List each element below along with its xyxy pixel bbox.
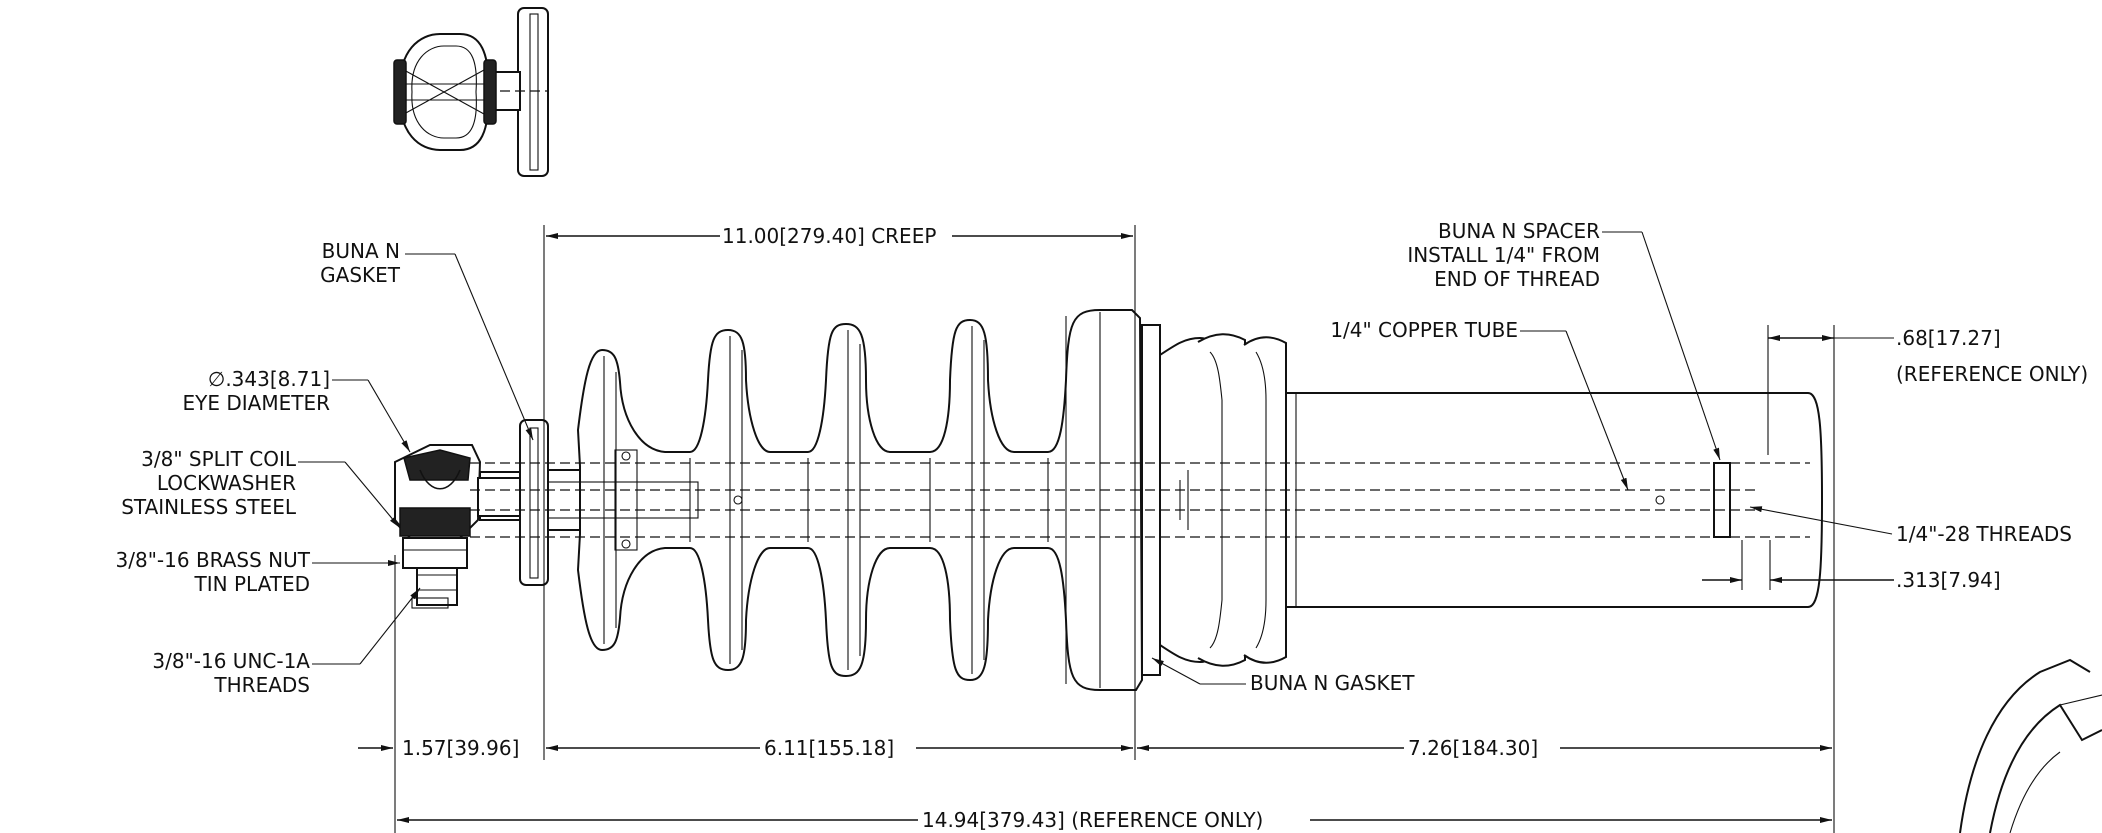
callout-brass-nut-line1: 3/8"-16 BRASS NUT [116, 548, 311, 572]
dim-creep-label: 11.00[279.40] CREEP [722, 224, 936, 248]
extension-lines [394, 225, 1835, 833]
dim-eye-to-flange-label: 1.57[39.96] [402, 736, 519, 760]
callout-gasket-left: BUNA N GASKET [320, 239, 534, 441]
callout-spacer-line1: BUNA N SPACER [1438, 219, 1600, 243]
callout-eye-diameter-line1: ∅.343[8.71] [208, 367, 330, 391]
dim-tube-end-label: 7.26[184.30] [1408, 736, 1538, 760]
callout-spacer: BUNA N SPACER INSTALL 1/4" FROM END OF T… [1407, 219, 1721, 461]
partial-section-view [1959, 658, 2102, 833]
callout-brass-nut-line2: TIN PLATED [194, 572, 310, 596]
callout-unc-threads-line2: THREADS [213, 673, 310, 697]
callout-brass-nut: 3/8"-16 BRASS NUT TIN PLATED [116, 548, 400, 596]
dim-insulator-body-label: 6.11[155.18] [764, 736, 894, 760]
callout-spacer-line3: END OF THREAD [1434, 267, 1600, 291]
callout-gasket-bottom: BUNA N GASKET [1151, 657, 1415, 695]
dim-stud-offset-note: (REFERENCE ONLY) [1896, 362, 2088, 386]
callout-gasket-bottom-label: BUNA N GASKET [1250, 671, 1415, 695]
callout-gasket-left-line2: GASKET [320, 263, 401, 287]
insulator-assembly [394, 309, 1824, 691]
callout-copper-tube: 1/4" COPPER TUBE [1330, 318, 1629, 491]
callout-lockwasher-line2: LOCKWASHER [157, 471, 296, 495]
dimension-insulator-body: 6.11[155.18] [546, 736, 1133, 760]
dimension-creep: 11.00[279.40] CREEP [546, 224, 1133, 248]
callout-lockwasher: 3/8" SPLIT COIL LOCKWASHER STAINLESS STE… [121, 447, 401, 529]
dimension-overall: 14.94[379.43] (REFERENCE ONLY) [397, 808, 1832, 832]
callout-threads-28: 1/4"-28 THREADS [1749, 506, 2072, 546]
callout-copper-tube-label: 1/4" COPPER TUBE [1330, 318, 1518, 342]
callout-lockwasher-line3: STAINLESS STEEL [121, 495, 297, 519]
callout-gasket-left-line1: BUNA N [322, 239, 400, 263]
callout-threads-28-label: 1/4"-28 THREADS [1896, 522, 2072, 546]
callout-eye-diameter: ∅.343[8.71] EYE DIAMETER [183, 367, 411, 453]
dimension-tube-end: 7.26[184.30] [1137, 736, 1832, 760]
buna-spacer [1713, 462, 1731, 538]
callout-spacer-line2: INSTALL 1/4" FROM [1407, 243, 1600, 267]
dim-overall-label: 14.94[379.43] (REFERENCE ONLY) [922, 808, 1263, 832]
dimension-eye-to-flange: 1.57[39.96] [358, 736, 519, 760]
end-view-detail [393, 7, 549, 177]
callout-unc-threads: 3/8"-16 UNC-1A THREADS [152, 587, 421, 697]
callout-lockwasher-line1: 3/8" SPLIT COIL [141, 447, 297, 471]
dim-stud-offset-label: .68[17.27] [1896, 326, 2001, 350]
callout-eye-diameter-line2: EYE DIAMETER [183, 391, 331, 415]
dim-thread-width-label: .313[7.94] [1896, 568, 2001, 592]
dimension-stud-offset: .68[17.27] (REFERENCE ONLY) [1768, 326, 2088, 386]
copper-tube [1285, 392, 1824, 608]
callout-unc-threads-line1: 3/8"-16 UNC-1A [152, 649, 310, 673]
brass-nut [402, 537, 468, 569]
dimension-thread-width: .313[7.94] [1702, 568, 2001, 592]
